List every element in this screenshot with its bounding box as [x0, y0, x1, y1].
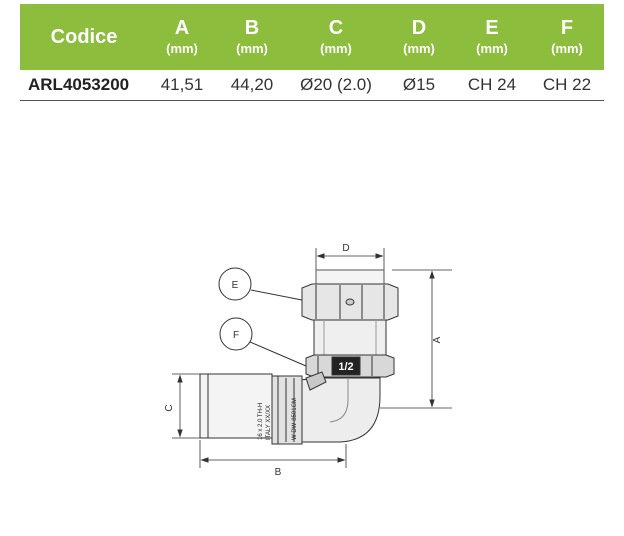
header-b: B (mm)	[216, 17, 288, 57]
header-c-letter: C	[328, 17, 344, 39]
body-marking-3: W DW-8501CM	[292, 398, 298, 440]
header-d-letter: D	[411, 17, 427, 39]
dim-b-label: B	[275, 467, 282, 478]
cell-b: 44,20	[230, 75, 274, 94]
header-b-letter: B	[244, 17, 260, 39]
header-c: C (mm)	[288, 17, 384, 57]
header-d-unit: (mm)	[403, 41, 435, 56]
spec-table: Codice A (mm) B (mm) C (mm) D (mm) E (mm…	[20, 4, 604, 101]
cell-a: 41,51	[160, 75, 204, 94]
dim-d-label: D	[342, 243, 349, 254]
header-c-unit: (mm)	[320, 41, 352, 56]
header-e-unit: (mm)	[476, 41, 508, 56]
header-d: D (mm)	[384, 17, 454, 57]
dim-a-label: A	[432, 336, 443, 343]
header-a-unit: (mm)	[166, 41, 198, 56]
cell-c: Ø20 (2.0)	[300, 75, 372, 94]
cell-d: Ø15	[402, 75, 436, 94]
header-a: A (mm)	[148, 17, 216, 57]
table-header: Codice A (mm) B (mm) C (mm) D (mm) E (mm…	[20, 4, 604, 70]
header-e: E (mm)	[454, 17, 530, 57]
cell-e: CH 24	[467, 75, 517, 94]
header-e-letter: E	[485, 17, 499, 39]
cell-code: ARL4053200	[28, 75, 130, 94]
dim-c-label: C	[164, 404, 175, 411]
header-codice: Codice	[50, 25, 118, 48]
header-f: F (mm)	[530, 17, 604, 57]
header-b-unit: (mm)	[236, 41, 268, 56]
table-row: ARL4053200 41,51 44,20 Ø20 (2.0) Ø15 CH …	[20, 70, 604, 101]
callout-f-label: F	[233, 330, 239, 341]
cell-f: CH 22	[542, 75, 592, 94]
callout-e-label: E	[232, 280, 239, 291]
header-f-letter: F	[560, 17, 574, 39]
header-a-letter: A	[174, 17, 190, 39]
body-marking-1: 16 x 2.0 TH-H	[258, 403, 264, 440]
nut-marking: 1/2	[338, 361, 353, 373]
header-f-unit: (mm)	[551, 41, 583, 56]
body-markings: 16 x 2.0 TH-H ITALY XX/XX W DW-8501CM	[258, 398, 298, 440]
body-marking-2: ITALY XX/XX	[266, 405, 272, 440]
